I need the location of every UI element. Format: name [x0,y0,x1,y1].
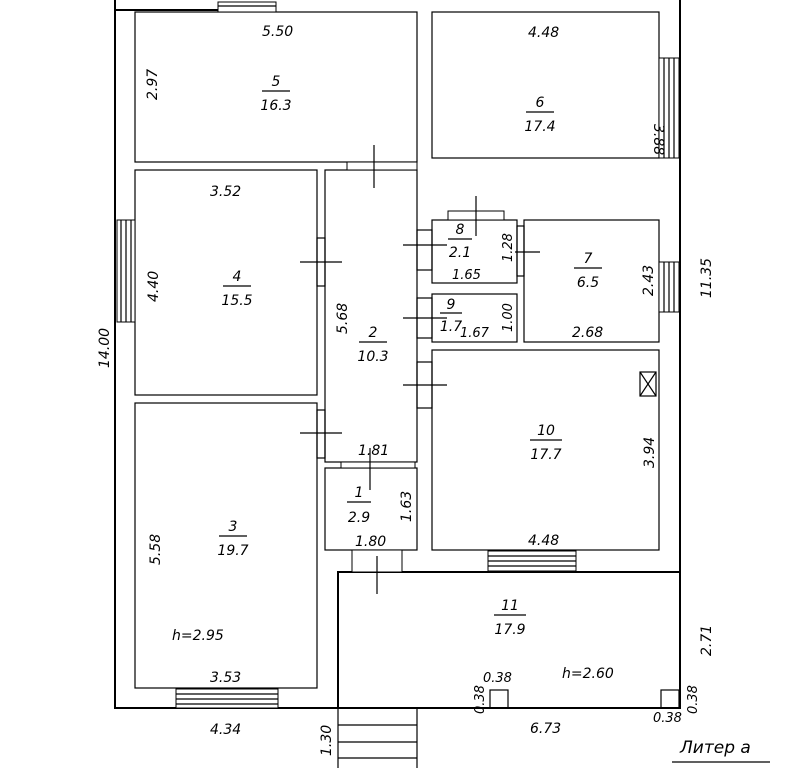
room-area: 16.3 [260,98,291,114]
height-main: h=2.95 [172,628,224,644]
room-2-label: 2 10.3 [357,325,388,365]
dim-4-40: 4.40 [146,271,162,302]
dim-6-73: 6.73 [530,721,561,737]
room-10-label: 10 17.7 [530,423,562,463]
dim-3-94: 3.94 [642,437,658,468]
dim-0-38-d: 0.38 [686,685,701,714]
room-6-label: 6 17.4 [524,95,555,135]
room-area: 2.1 [449,245,471,261]
dim-1-80: 1.80 [355,534,386,550]
litera-label: Литер а [672,738,770,763]
room-number: 7 [584,251,593,267]
room-1-label: 1 2.9 [347,485,371,526]
room-number: 2 [369,325,378,341]
dim-1-67: 1.67 [460,326,490,341]
litera-text: Литер а [679,738,751,758]
stove-icon [639,371,657,397]
room-number: 10 [537,423,555,439]
dim-2-43: 2.43 [641,265,657,296]
dim-2-71: 2.71 [699,625,715,656]
room-number: 4 [233,269,242,285]
room-11-label: 11 17.9 [494,598,526,638]
dim-0-38-c: 0.38 [653,711,682,726]
windows [116,1,680,709]
dim-3-53: 3.53 [210,670,241,686]
room-7-label: 7 6.5 [574,251,602,291]
room-9-label: 9 1.7 [440,297,462,335]
dim-2-68: 2.68 [572,325,603,341]
dim-11-35: 11.35 [699,258,715,298]
dim-1-30: 1.30 [319,725,335,756]
dim-3-52: 3.52 [210,184,241,200]
outer-walls [114,0,681,709]
height-annex: h=2.60 [562,666,614,682]
room-number: 8 [456,222,465,238]
dim-1-00: 1.00 [501,303,516,332]
room-4-label: 4 15.5 [221,269,252,309]
room-number: 3 [229,519,238,535]
room-area: 19.7 [217,543,248,559]
room-area: 17.9 [494,622,525,638]
door-markers [300,145,540,594]
room-number: 5 [272,74,281,90]
dim-0-38-a: 0.38 [483,671,512,686]
room-3-label: 3 19.7 [217,519,248,559]
entrance-steps [337,708,418,768]
room-number: 1 [355,485,364,501]
dim-4-48-bottom: 4.48 [528,533,559,549]
room-area: 15.5 [221,293,252,309]
room-outlines [134,11,681,709]
dim-1-63: 1.63 [399,491,415,522]
room-3-outline [134,402,318,689]
dim-1-81: 1.81 [358,443,389,459]
dim-1-65: 1.65 [452,268,481,283]
dim-5-50: 5.50 [262,24,293,40]
dim-5-58: 5.58 [148,534,164,565]
room-4-outline [134,169,318,396]
dim-3-88: 3.88 [650,124,666,155]
dimension-labels: 5.50 4.48 3.52 1.65 1.67 2.68 1.81 1.80 … [172,24,682,738]
dim-5-68: 5.68 [335,303,351,334]
pillar-left [489,689,509,709]
dim-4-48-top: 4.48 [528,25,559,41]
dim-1-28: 1.28 [501,233,516,262]
room-area: 17.4 [524,119,555,135]
room-area: 1.7 [440,319,462,335]
room-area: 2.9 [348,510,370,526]
dim-2-97: 2.97 [145,69,161,100]
room-area: 17.7 [530,447,561,463]
room-number: 11 [501,598,519,614]
room-area: 10.3 [357,349,388,365]
room-number: 9 [447,297,456,313]
room-5-label: 5 16.3 [260,74,291,114]
pillar-right [660,689,680,709]
dim-14-00: 14.00 [97,328,113,368]
room-area: 6.5 [577,275,599,291]
room-11-outline [337,571,681,709]
room-number: 6 [536,95,545,111]
dim-0-38-b: 0.38 [473,685,488,714]
vertical-dimension-labels: 2.97 3.88 4.40 5.68 1.28 1.00 2.43 11.35… [97,69,715,756]
dim-4-34: 4.34 [210,722,241,738]
room-10-outline [431,349,660,551]
room-8-label: 8 2.1 [448,222,472,261]
